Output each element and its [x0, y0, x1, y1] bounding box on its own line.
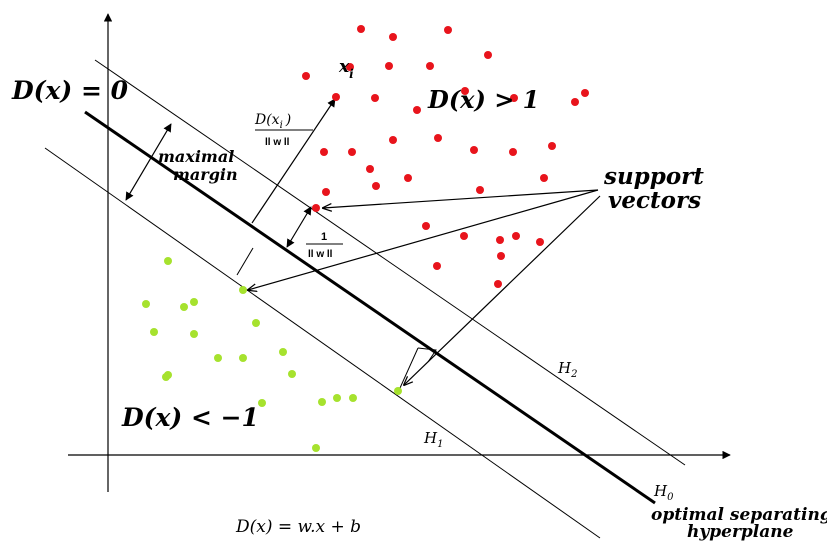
positive-point [302, 72, 310, 80]
negative-point [214, 354, 222, 362]
positive-point [357, 25, 365, 33]
h1-label: H1 [423, 429, 443, 450]
distance-arrow [251, 98, 336, 224]
positive-point [422, 222, 430, 230]
negative-point [239, 354, 247, 362]
positive-point [581, 89, 589, 97]
positive-point [404, 174, 412, 182]
maximal-label: maximal [158, 147, 234, 166]
negative-point [279, 348, 287, 356]
positive-point [548, 142, 556, 150]
margin-hyperplane-h2 [94, 59, 686, 466]
negative-point [312, 444, 320, 452]
positive-point [476, 186, 484, 194]
negative-point [252, 319, 260, 327]
h2-label: H2 [557, 359, 577, 380]
unit-denominator: ll w ll [308, 249, 333, 260]
positive-point [346, 63, 354, 71]
positive-point [371, 94, 379, 102]
unit-margin-arrow [286, 206, 312, 248]
positive-point [540, 174, 548, 182]
positive-point [389, 33, 397, 41]
positive-region-label: D(x) > 1 [427, 85, 539, 114]
positive-point [497, 252, 505, 260]
positive-point [348, 148, 356, 156]
negative-point [288, 370, 296, 378]
positive-point [332, 93, 340, 101]
positive-point [484, 51, 492, 59]
negative-class-points [142, 257, 402, 452]
support-label: support [603, 163, 704, 190]
negative-point [394, 387, 402, 395]
maximal-margin-arrow [125, 123, 172, 201]
optimal-label: optimal separating [651, 505, 827, 525]
negative-point [349, 394, 357, 402]
positive-point [460, 232, 468, 240]
negative-point [190, 330, 198, 338]
positive-point [385, 62, 393, 70]
positive-point [366, 165, 374, 173]
hyperplane-label: hyperplane [687, 522, 794, 542]
positive-point [461, 87, 469, 95]
negative-point [180, 303, 188, 311]
positive-point [389, 136, 397, 144]
unit-numerator: 1 [321, 231, 327, 243]
decision-formula: D(x) = w.x + b [235, 517, 361, 537]
margin-label: margin [173, 165, 238, 184]
positive-point [510, 94, 518, 102]
positive-class-points [302, 25, 589, 288]
vectors-label: vectors [608, 187, 701, 214]
distance-numerator: D(xi) [254, 112, 291, 131]
positive-point [536, 238, 544, 246]
h0-label: H0 [653, 482, 674, 503]
support-arrow-green-1 [248, 189, 599, 290]
positive-point [433, 262, 441, 270]
positive-point [444, 26, 452, 34]
margin-hyperplane-h1 [44, 147, 601, 539]
boundary-label: D(x) = 0 [11, 76, 129, 105]
positive-point [372, 182, 380, 190]
negative-region-label: D(x) < −1 [121, 403, 259, 432]
support-arrow-red [323, 189, 599, 208]
positive-point [434, 134, 442, 142]
negative-point [318, 398, 326, 406]
positive-point [312, 204, 320, 212]
positive-point [509, 148, 517, 156]
right-angle-mark [417, 347, 437, 363]
positive-point [496, 236, 504, 244]
negative-point [239, 286, 247, 294]
distance-denominator: ll w ll [265, 137, 290, 148]
negative-point [150, 328, 158, 336]
support-arrow-green-2 [404, 195, 601, 385]
positive-point [571, 98, 579, 106]
negative-point [258, 399, 266, 407]
negative-point [142, 300, 150, 308]
positive-point [413, 106, 421, 114]
negative-point [190, 298, 198, 306]
negative-point [162, 373, 170, 381]
positive-point [322, 188, 330, 196]
perpendicular-tick-left [236, 247, 254, 276]
optimal-hyperplane-h0 [84, 110, 656, 505]
positive-point [512, 232, 520, 240]
perpendicular-tick-right [399, 347, 419, 389]
positive-point [426, 62, 434, 70]
negative-point [333, 394, 341, 402]
positive-point [320, 148, 328, 156]
positive-point [494, 280, 502, 288]
point-xi-label: xi [338, 57, 354, 81]
positive-point [470, 146, 478, 154]
negative-point [164, 257, 172, 265]
